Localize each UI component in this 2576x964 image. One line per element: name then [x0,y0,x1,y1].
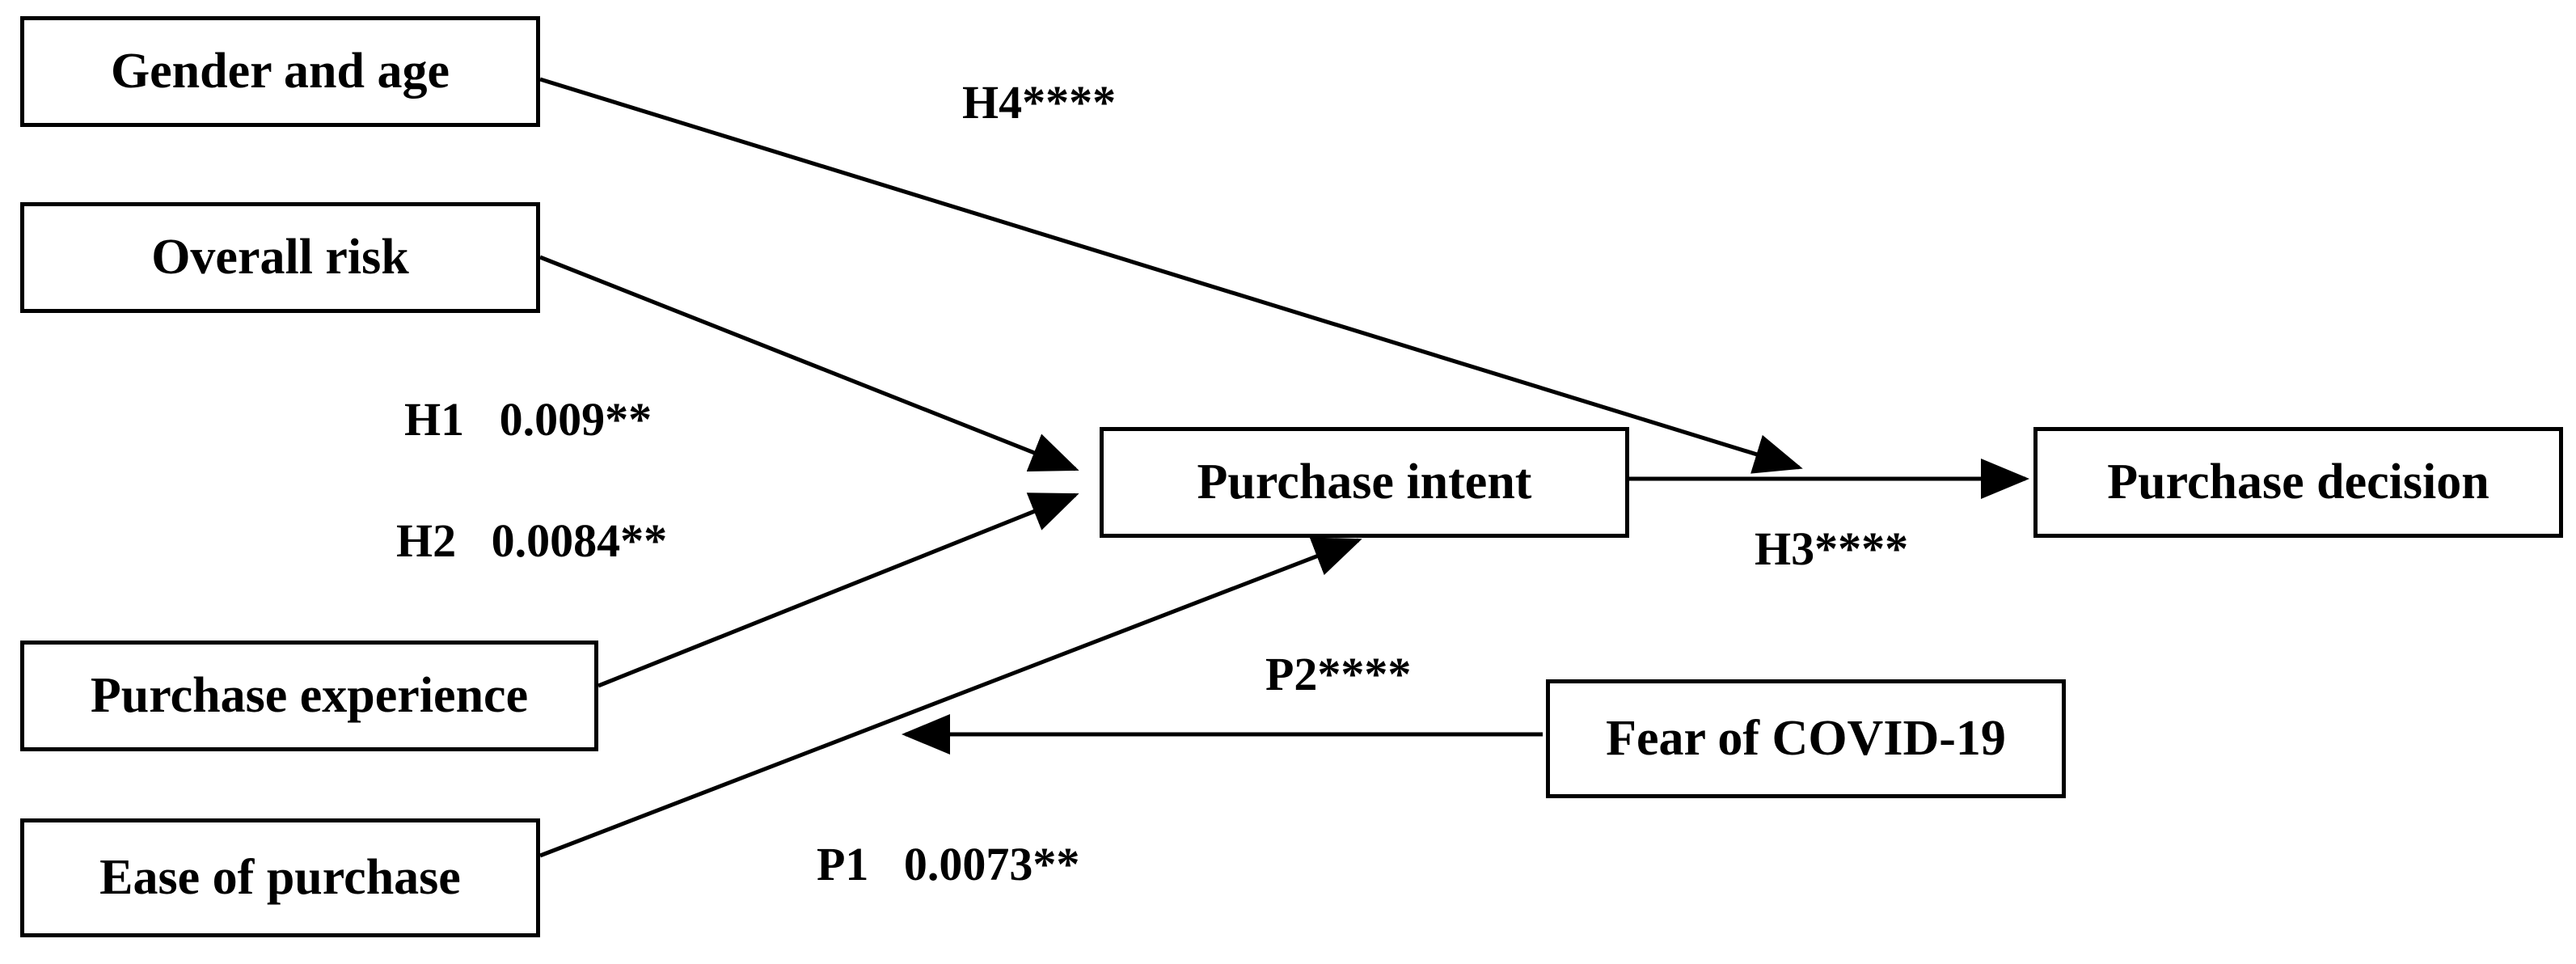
node-gender-age-label: Gender and age [110,44,450,99]
arrow-ease-to-intent [539,537,1362,858]
node-purchase-intent: Purchase intent [1100,427,1629,538]
node-purchase-experience-label: Purchase experience [90,668,529,723]
arrow-risk-to-intent [539,255,1079,472]
node-overall-risk-label: Overall risk [151,230,409,285]
label-h1: H1 0.009** [404,393,652,446]
node-overall-risk: Overall risk [20,202,540,313]
arrow-experience-to-intent [598,493,1079,688]
label-p2: P2**** [1265,648,1412,700]
node-ease-of-purchase-label: Ease of purchase [99,850,461,905]
node-ease-of-purchase: Ease of purchase [20,818,540,937]
node-purchase-intent-label: Purchase intent [1197,455,1532,509]
label-h4: H4**** [962,76,1117,129]
arrow-gender-to-path [539,77,1803,474]
node-fear-covid: Fear of COVID-19 [1546,679,2066,798]
label-h2: H2 0.0084** [396,514,668,567]
node-purchase-decision-label: Purchase decision [2107,455,2489,509]
label-p1: P1 0.0073** [817,838,1080,890]
node-purchase-experience: Purchase experience [20,641,598,751]
node-purchase-decision: Purchase decision [2033,427,2563,538]
label-h3: H3**** [1755,522,1909,575]
node-gender-age: Gender and age [20,16,540,127]
node-fear-covid-label: Fear of COVID-19 [1606,711,2006,766]
